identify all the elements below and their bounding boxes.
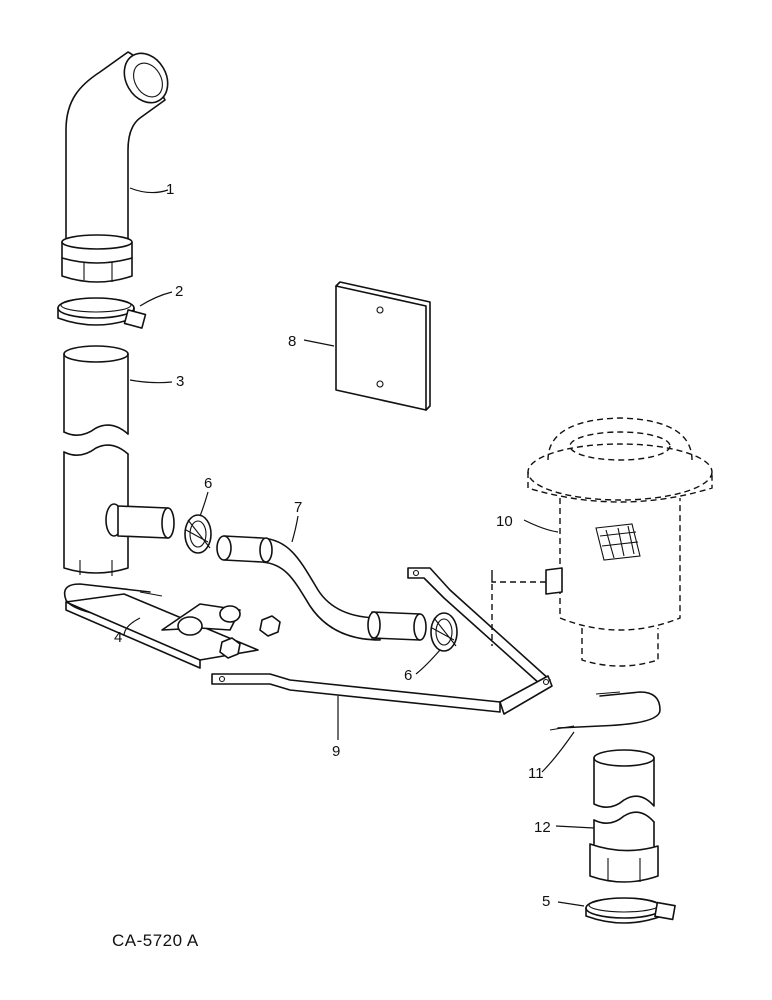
- callout-5: 5: [542, 893, 550, 910]
- part-hose-clamp-upper: [57, 297, 147, 329]
- callout-1: 1: [166, 181, 174, 198]
- part-air-cleaner: [491, 417, 713, 667]
- part-adapter-pipe: [589, 749, 659, 883]
- callout-2: 2: [175, 283, 183, 300]
- drawing-code: CA-5720 A: [112, 931, 199, 950]
- part-hose-clamp-left: [184, 514, 212, 554]
- callout-8: 8: [288, 333, 296, 350]
- part-support-strap: [211, 567, 553, 715]
- part-hose-clamp-right: [430, 612, 458, 652]
- callout-11: 11: [528, 765, 544, 782]
- callout-3: 3: [176, 373, 184, 390]
- part-tee-pipe: [63, 345, 175, 576]
- callout-labels: 1 2 3 4 5 6 6 7 8 9 10 11 12: [114, 181, 551, 910]
- callout-12: 12: [534, 819, 551, 836]
- part-flexible-hose: [216, 535, 427, 641]
- part-cover-plate: [335, 281, 431, 411]
- callout-6-right: 6: [404, 667, 412, 684]
- part-u-bolt-small: [549, 691, 661, 731]
- part-exhaust-stack-elbow: [61, 51, 169, 283]
- callout-leaders: [123, 187, 595, 907]
- part-hose-clamp-lower: [585, 897, 676, 924]
- part-u-bolt-bracket: [63, 583, 281, 669]
- callout-7: 7: [294, 499, 302, 516]
- callout-4: 4: [114, 629, 122, 646]
- callout-6-left: 6: [204, 475, 212, 492]
- callout-9: 9: [332, 743, 340, 760]
- callout-10: 10: [496, 513, 513, 530]
